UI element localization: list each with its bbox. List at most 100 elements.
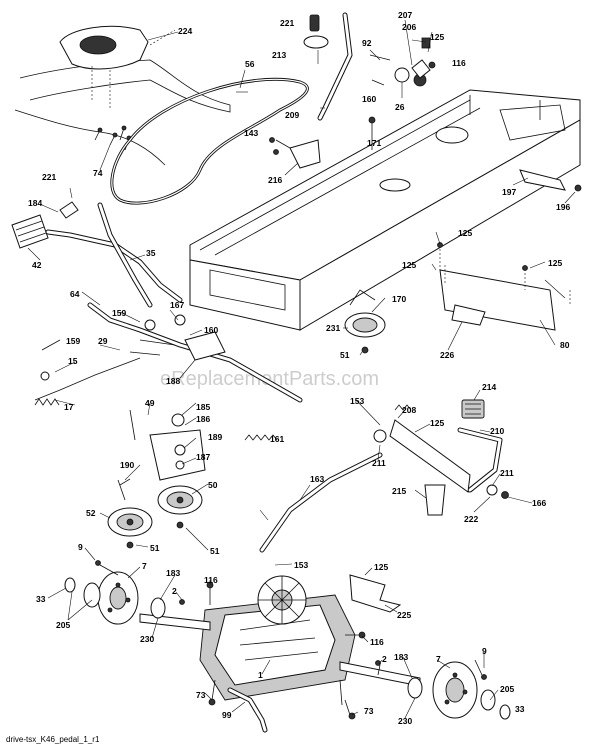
body-panel	[14, 25, 231, 166]
label-230: 230	[140, 634, 154, 644]
pulley-52	[107, 507, 153, 537]
label-160b: 160	[204, 325, 218, 335]
label-221b: 221	[42, 172, 56, 182]
label-15: 15	[68, 356, 78, 366]
label-42: 42	[32, 260, 42, 270]
label-125b: 125	[458, 228, 472, 238]
label-231: 231	[326, 323, 340, 333]
label-51b: 51	[150, 543, 160, 553]
left-axle	[139, 613, 211, 631]
label-161: 161	[270, 434, 284, 444]
label-7: 7	[142, 561, 147, 571]
label-205b: 205	[500, 684, 514, 694]
label-2b: 2	[382, 654, 387, 664]
spring-161	[244, 434, 278, 441]
label-49: 49	[145, 398, 155, 408]
label-207: 207	[398, 10, 412, 20]
label-73: 73	[196, 690, 206, 700]
watermark: eReplacementParts.com	[160, 368, 379, 390]
label-206: 206	[402, 22, 416, 32]
label-210: 210	[490, 426, 504, 436]
label-116b: 116	[204, 575, 218, 585]
label-225: 225	[397, 610, 411, 620]
part-labels: 224 221 213 207 206 125 92 116 56 160 26…	[28, 10, 570, 726]
label-99: 99	[222, 710, 232, 720]
bracket-215	[424, 484, 446, 516]
leader-lines	[27, 19, 576, 719]
label-50: 50	[208, 480, 218, 490]
hitch-197	[519, 169, 582, 192]
label-17: 17	[64, 402, 74, 412]
bracket-80	[437, 242, 571, 331]
spring-17	[34, 398, 60, 406]
label-211: 211	[372, 458, 386, 468]
drive-belt	[110, 77, 309, 205]
label-226: 226	[440, 350, 454, 360]
label-143: 143	[244, 128, 258, 138]
label-183: 183	[166, 568, 180, 578]
label-215: 215	[392, 486, 406, 496]
label-64: 64	[70, 289, 80, 299]
bushing-230a	[150, 597, 166, 619]
label-92: 92	[362, 38, 372, 48]
frame-chassis	[189, 89, 581, 331]
label-74: 74	[93, 168, 103, 178]
label-153b: 153	[294, 560, 308, 570]
label-125e: 125	[430, 418, 444, 428]
shift-grip	[11, 201, 79, 249]
label-196: 196	[556, 202, 570, 212]
label-171: 171	[367, 138, 381, 148]
label-9b: 9	[482, 646, 487, 656]
label-208: 208	[402, 405, 416, 415]
label-125d: 125	[548, 258, 562, 268]
label-230b: 230	[398, 716, 412, 726]
label-160: 160	[362, 94, 376, 104]
label-7b: 7	[436, 654, 441, 664]
label-125c: 125	[402, 260, 416, 270]
idler-pulley-231	[344, 289, 386, 354]
pedal-shaft	[389, 419, 471, 493]
label-56: 56	[245, 59, 255, 69]
label-187: 187	[196, 452, 210, 462]
pulley-bracket	[129, 409, 206, 481]
rod-29	[34, 357, 141, 401]
label-159: 159	[112, 308, 126, 318]
label-33: 33	[36, 594, 46, 604]
bracket-216	[269, 137, 321, 169]
label-197: 197	[502, 187, 516, 197]
knob-opening	[79, 35, 117, 55]
bolts	[179, 581, 381, 720]
label-33b: 33	[515, 704, 525, 714]
pedal-pad-214	[461, 399, 485, 419]
label-184: 184	[28, 198, 42, 208]
label-163: 163	[310, 474, 324, 484]
label-190: 190	[120, 460, 134, 470]
right-hub	[432, 661, 511, 720]
label-211b: 211	[500, 468, 514, 478]
label-2: 2	[172, 586, 177, 596]
label-222: 222	[464, 514, 478, 524]
label-213: 213	[272, 50, 286, 60]
label-80: 80	[560, 340, 570, 350]
label-188: 188	[166, 376, 180, 386]
label-216: 216	[268, 175, 282, 185]
bracket-225	[349, 574, 402, 613]
label-51: 51	[340, 350, 350, 360]
label-205: 205	[56, 620, 70, 630]
brake-rod-163	[259, 452, 383, 553]
label-125f: 125	[374, 562, 388, 572]
label-116c: 116	[370, 637, 384, 647]
label-214: 214	[482, 382, 496, 392]
left-hub	[64, 571, 139, 625]
lever-cluster	[129, 314, 226, 361]
label-159b: 159	[66, 336, 80, 346]
label-185: 185	[196, 402, 210, 412]
diagram-caption: drive-tsx_K46_pedal_1_r1	[6, 735, 100, 744]
label-224: 224	[178, 26, 192, 36]
label-9: 9	[78, 542, 83, 552]
label-189: 189	[208, 432, 222, 442]
label-186: 186	[196, 414, 210, 424]
label-153: 153	[350, 396, 364, 406]
label-29: 29	[98, 336, 108, 346]
